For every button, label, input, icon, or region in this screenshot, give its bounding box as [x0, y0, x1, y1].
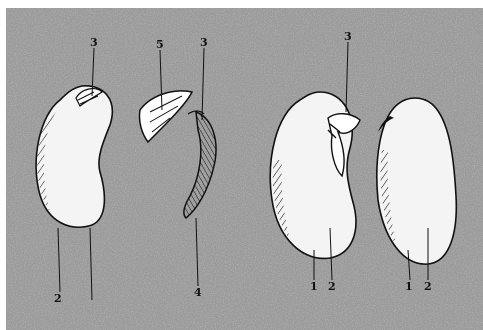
- label-2: 2: [328, 280, 336, 293]
- label-4: 4: [194, 286, 202, 299]
- label-3: 3: [90, 36, 98, 49]
- label-2: 2: [54, 292, 62, 305]
- label-5: 5: [156, 38, 164, 51]
- label-2: 2: [424, 280, 432, 293]
- label-3: 3: [344, 30, 352, 43]
- label-1: 1: [405, 280, 413, 293]
- label-3: 3: [200, 36, 208, 49]
- seed-3-left-cotyledon: [270, 92, 360, 258]
- label-1: 1: [310, 280, 318, 293]
